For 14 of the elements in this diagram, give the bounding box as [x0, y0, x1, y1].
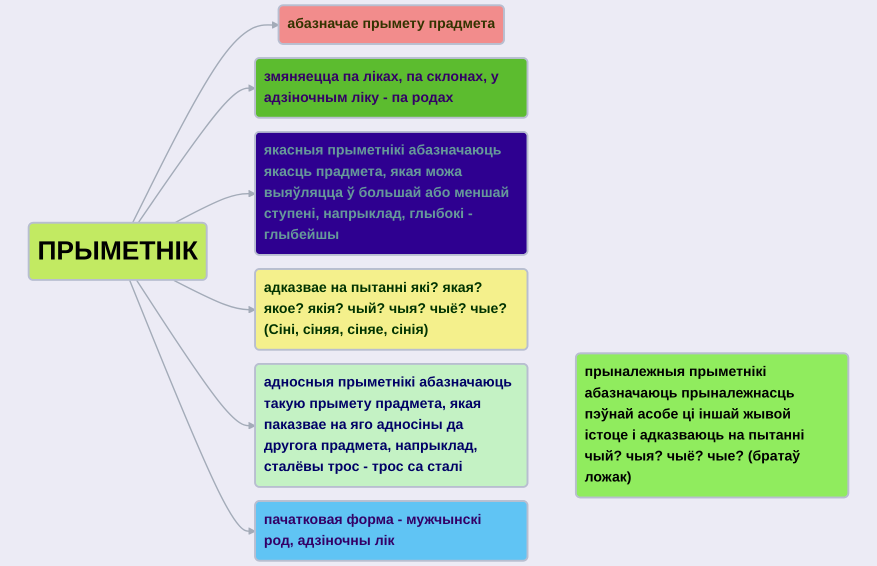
topic-box: адносныя прыметнікі абазначаюць такую прымету прадмета, якая паказвае на яго адносіны да другога прадмета, напрыклад, сталёвы трос - трос са сталі — [254, 362, 528, 488]
topic-box: прыналежныя прыметнікі абазначаюць прыналежнасць пэўнай асобе ці іншай жывой істоце і адказваюць на пытанні чый? чыя? чыё? чые? (братаў ложак) — [574, 352, 850, 498]
topic-box: якасныя прыметнікі абазначаюць якасць прадмета, якая можа выяўляцца ў большай або меншай ступені, напрыклад, глыбокі - глыбейшы — [254, 130, 528, 256]
central-topic-box: ПРЫМЕТНІК — [28, 222, 208, 281]
arrow — [174, 280, 256, 314]
arrow — [137, 84, 256, 224]
arrow — [132, 21, 280, 224]
arrow — [174, 190, 256, 224]
topic-box: адказвае на пытанні які? якая? якое? якія? чый? чыя? чыё? чые? (Сіні, сіняя, сіняе, сінія) — [254, 268, 528, 351]
arrow — [129, 280, 256, 536]
topic-box: змяняецца па ліках, па склонах, у адзіночным ліку - па родах — [254, 57, 528, 119]
topic-box: абазначае прымету прадмета — [278, 4, 505, 45]
topic-box: пачатковая форма - мужчынскі род, адзіночны лік — [254, 500, 528, 562]
arrow — [136, 280, 256, 430]
